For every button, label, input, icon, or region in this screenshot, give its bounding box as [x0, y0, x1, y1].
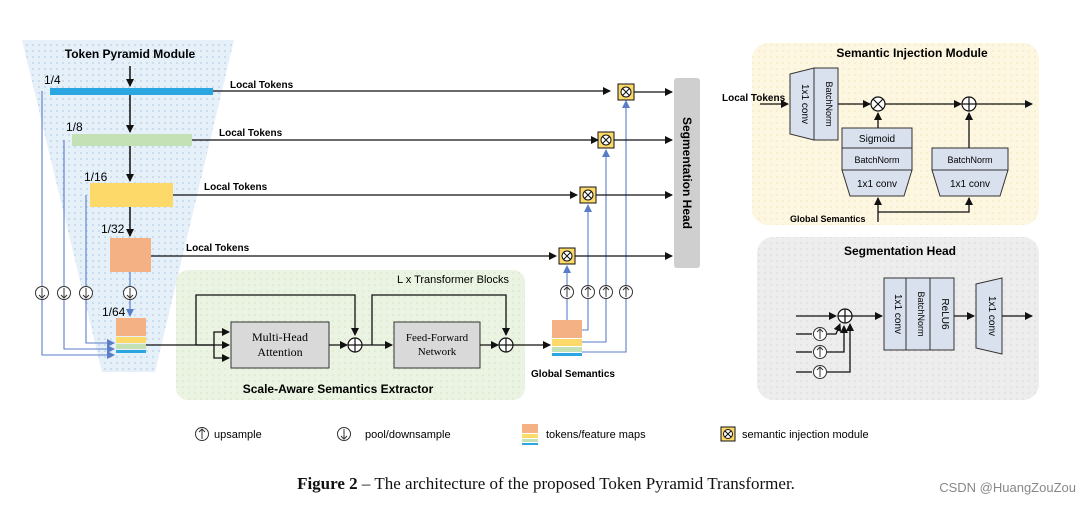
add-op-icon [961, 96, 977, 112]
legend-pool-label: pool/downsample [365, 429, 451, 441]
sim-global-label: Global Semantics [790, 214, 866, 224]
injection-module-icon [558, 247, 576, 265]
upsample-icon [813, 327, 827, 341]
sim-conv-label: 1x1 conv [799, 84, 810, 124]
injection-module-icon [617, 83, 635, 101]
legend-tokens-label: tokens/feature maps [546, 429, 646, 441]
pool-icon [57, 286, 71, 300]
pyramid-title: Token Pyramid Module [65, 47, 196, 61]
stacked-tokens-pyramid [116, 318, 146, 353]
pool-icon [123, 286, 137, 300]
multiply-op-icon [870, 96, 886, 112]
upsample-icon [599, 285, 613, 299]
segmentation-head-block [674, 78, 700, 268]
seg-conv2-label: 1x1 conv [986, 296, 997, 336]
scale-label-1-16: 1/16 [84, 170, 108, 184]
ffn-label-line1: Feed-Forward [406, 332, 469, 344]
legend-injection-icon [720, 426, 736, 442]
sim-input-label: Local Tokens [722, 93, 786, 104]
injection-module-icon [579, 186, 597, 204]
figure-caption-text: – The architecture of the proposed Token… [357, 474, 795, 493]
pool-icon [35, 286, 49, 300]
figure-caption: Figure 2 – The architecture of the propo… [0, 474, 1092, 494]
figure-caption-label: Figure 2 [297, 474, 358, 493]
injection-module-icon [597, 131, 615, 149]
seg-batchnorm-label: BatchNorm [916, 291, 926, 336]
feature-map-1-32 [110, 238, 151, 272]
local-tokens-label: Local Tokens [204, 182, 268, 193]
sim-branch1-conv-label: 1x1 conv [857, 179, 897, 190]
sim-panel-title: Semantic Injection Module [836, 46, 988, 60]
upsample-icon [581, 285, 595, 299]
upsample-icon [619, 285, 633, 299]
add-op-icon [837, 308, 853, 324]
feature-map-1-4 [50, 88, 213, 95]
transformer-blocks-label: L x Transformer Blocks [397, 274, 510, 286]
sim-branch1-batchnorm-label: BatchNorm [854, 155, 899, 165]
sim-sigmoid-label: Sigmoid [859, 134, 895, 145]
sim-branch2-conv [931, 169, 1009, 197]
seg-relu-label: ReLU6 [939, 298, 950, 330]
attention-label-line1: Multi-Head [252, 330, 308, 344]
legend-upsample-icon [195, 427, 209, 441]
local-tokens-label: Local Tokens [186, 243, 250, 254]
scale-label-1-64: 1/64 [102, 305, 126, 319]
sim-batchnorm-block [813, 67, 839, 141]
legend-injection-label: semantic injection module [742, 429, 869, 441]
seg-conv2-block [975, 277, 1003, 355]
feature-map-1-16 [90, 183, 173, 207]
scale-label-1-32: 1/32 [101, 222, 125, 236]
legend-pool-icon [337, 427, 351, 441]
upsample-icon [813, 365, 827, 379]
sim-branch2-batchnorm-label: BatchNorm [947, 155, 992, 165]
add-op-icon [347, 337, 363, 353]
feed-forward-box [393, 321, 481, 369]
multi-head-attention-box [230, 321, 330, 369]
global-semantics-label: Global Semantics [531, 369, 615, 380]
local-tokens-label: Local Tokens [219, 128, 283, 139]
legend-upsample-label: upsample [214, 429, 262, 441]
seg-relu-block [929, 277, 955, 351]
legend-tokens-icon [522, 424, 538, 445]
watermark: CSDN @HuangZouZou [939, 480, 1076, 495]
sim-batchnorm-label: BatchNorm [824, 81, 834, 126]
ffn-label-line2: Network [418, 346, 457, 358]
seg-conv1-label: 1x1 conv [892, 294, 903, 334]
attention-label-line2: Attention [257, 345, 302, 359]
feature-map-1-8 [72, 134, 192, 146]
scale-label-1-8: 1/8 [66, 120, 83, 134]
extractor-title: Scale-Aware Semantics Extractor [243, 382, 434, 396]
pool-icon [79, 286, 93, 300]
seg-panel-title: Segmentation Head [844, 244, 956, 258]
segmentation-head-label: Segmentation Head [680, 117, 694, 229]
local-tokens-label: Local Tokens [230, 80, 294, 91]
sim-branch2-conv-label: 1x1 conv [950, 179, 990, 190]
upsample-icon [560, 285, 574, 299]
scale-label-1-4: 1/4 [44, 73, 61, 87]
global-semantics-tokens [552, 320, 582, 356]
upsample-icon [813, 345, 827, 359]
add-op-icon [498, 337, 514, 353]
sim-branch1-conv [841, 169, 913, 197]
